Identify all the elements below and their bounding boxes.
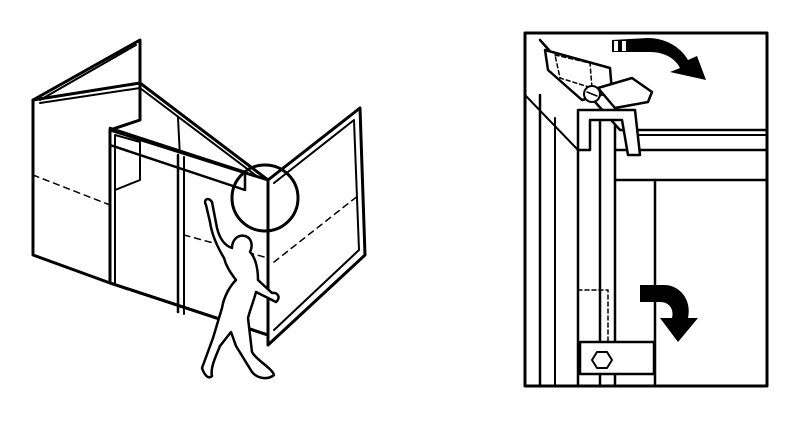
greenhouse-overview-panel: [31, 38, 367, 380]
front-wall-with-door: [108, 126, 270, 337]
roof-frame: [31, 81, 270, 182]
detail-panel: [523, 31, 769, 388]
u-channel-profile: [576, 108, 642, 157]
arrow-curved-icon: [612, 38, 706, 80]
person-icon: [200, 197, 280, 380]
arrow-curved-down-icon: [640, 285, 698, 342]
detail-panel-border: [523, 31, 769, 388]
hex-bolt-icon: [591, 351, 613, 369]
bolt-bracket: [577, 289, 656, 376]
magnifier-circle-icon: [230, 163, 300, 233]
right-wall-panel: [266, 106, 367, 347]
roof-clip: [543, 48, 654, 110]
